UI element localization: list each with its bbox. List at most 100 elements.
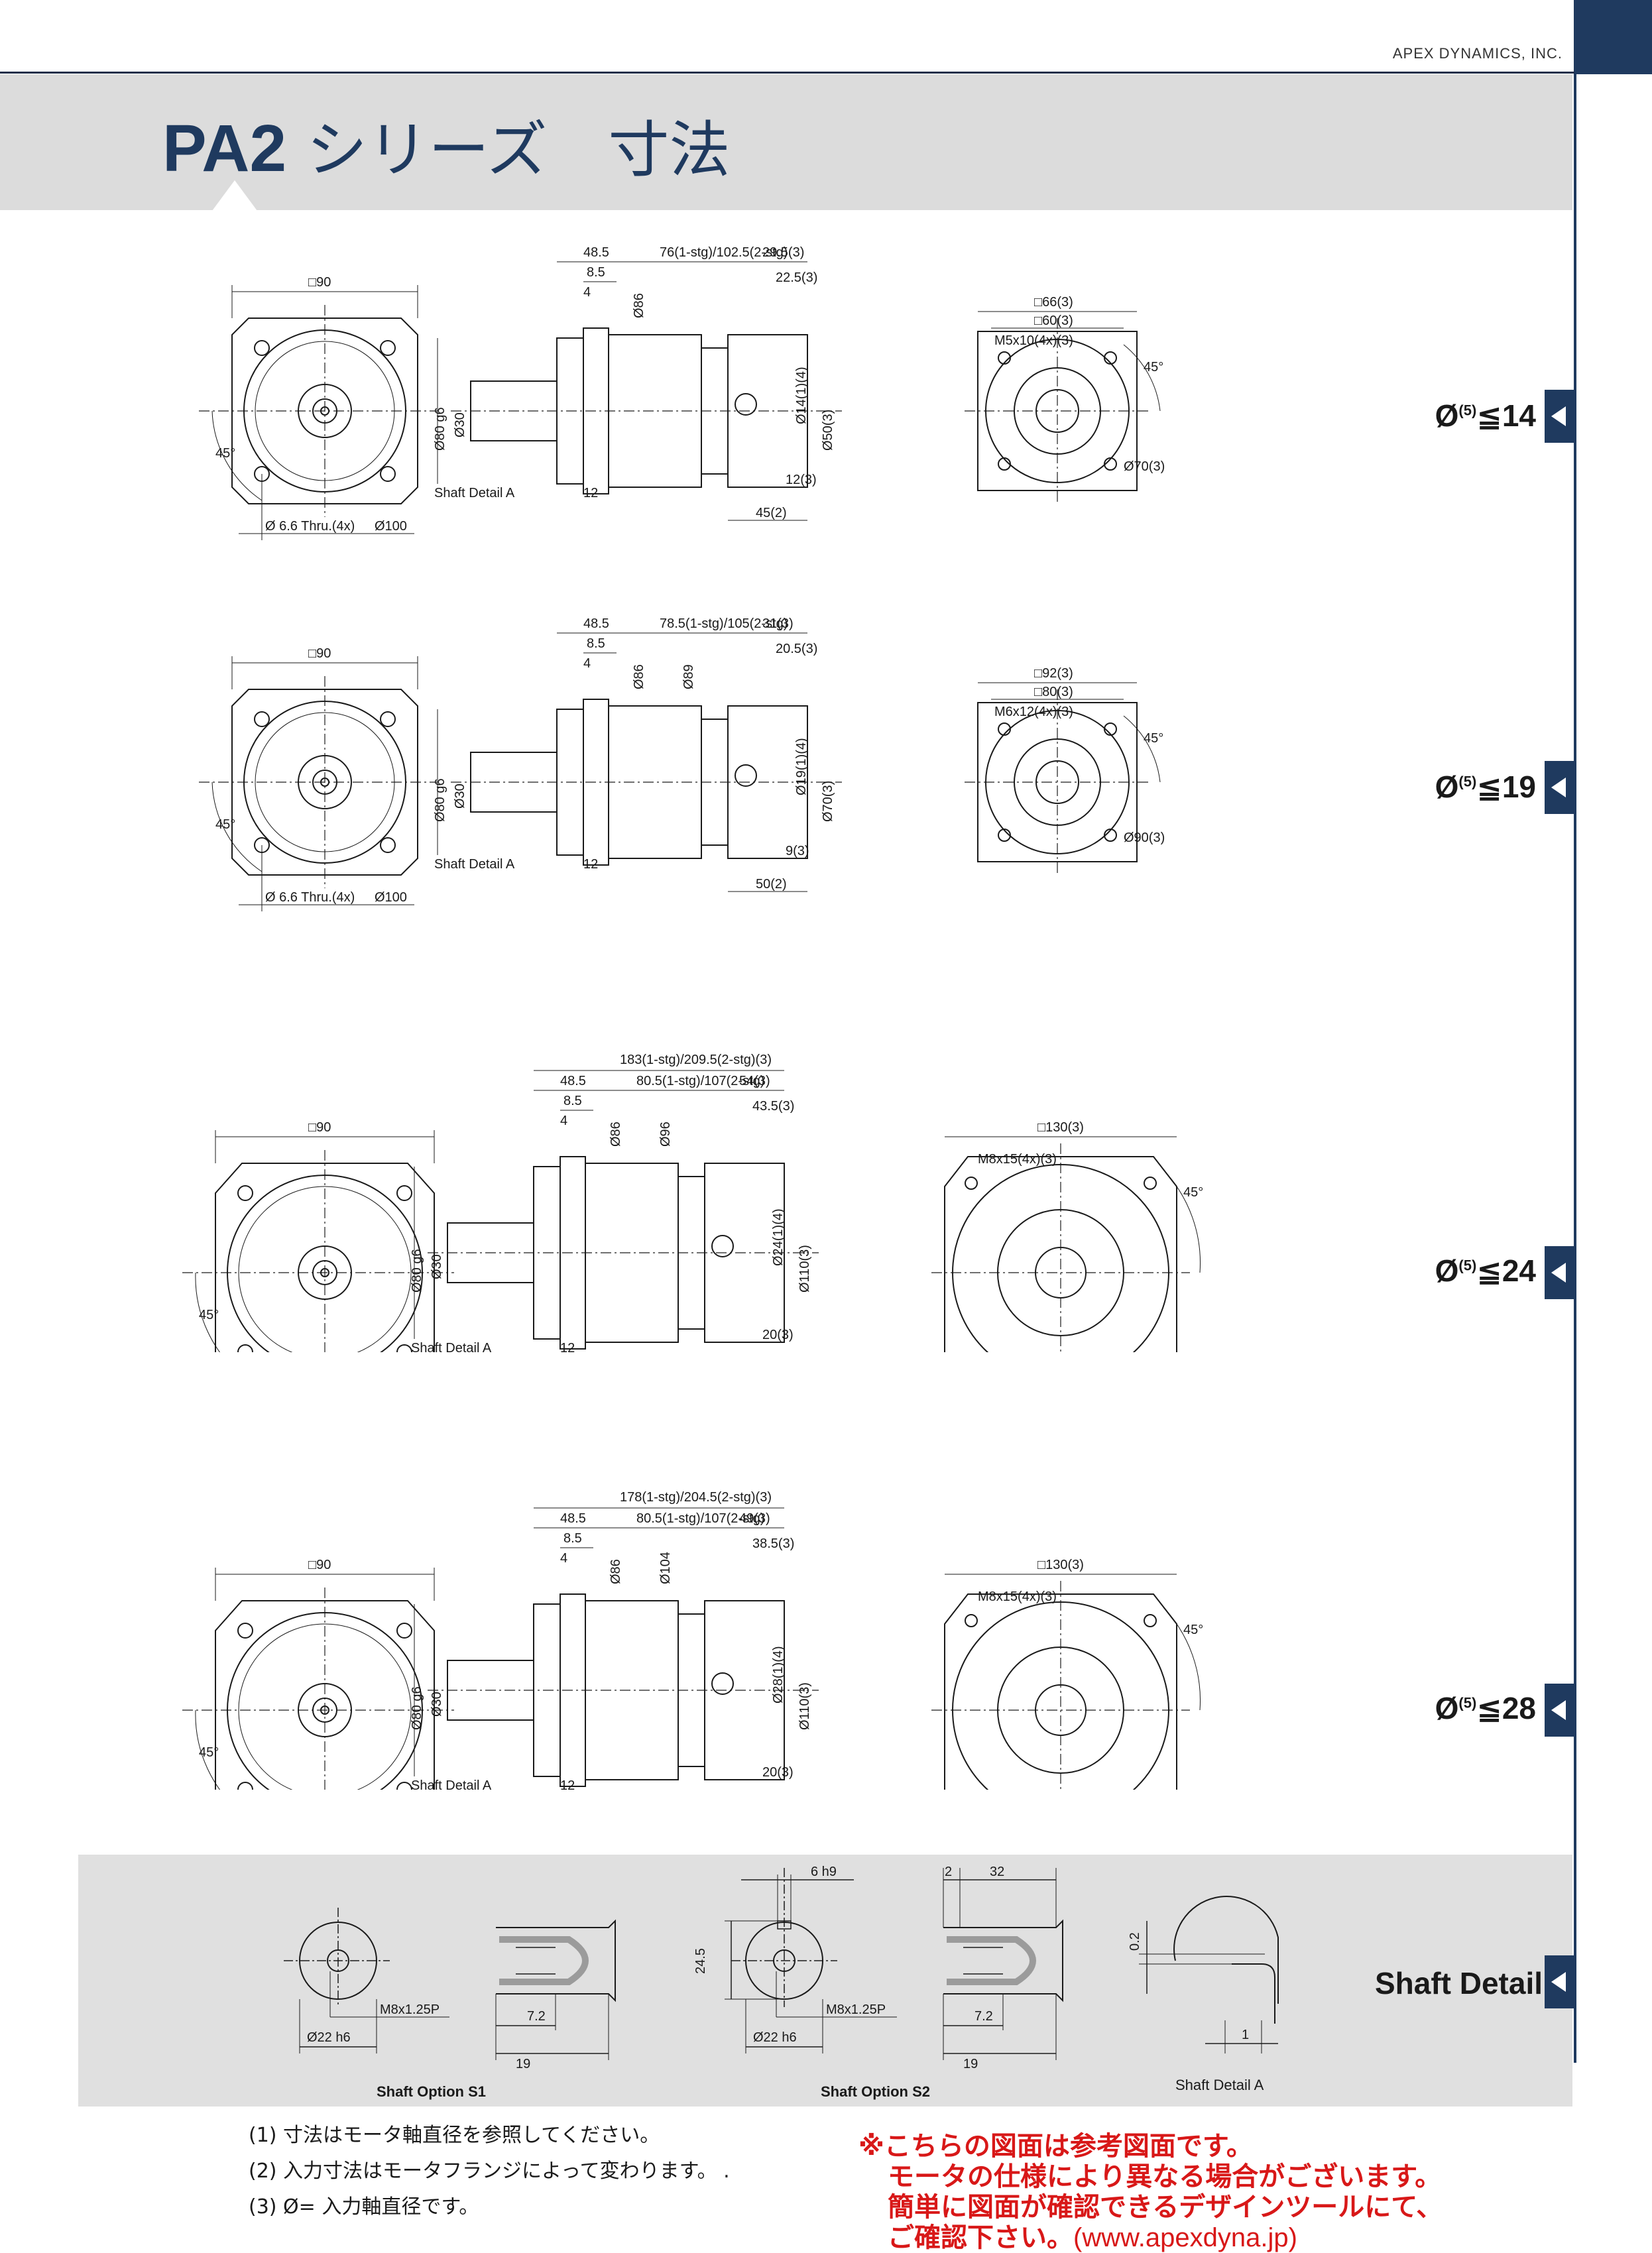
ratio-tab-2 <box>1545 761 1574 814</box>
rear-pcd-label: Ø90(3) <box>1124 831 1165 845</box>
rear-angle-label: 45° <box>1144 731 1163 746</box>
front-flange-outline <box>231 689 418 876</box>
rear-view: □130(3)M8x15(4x)(3)45°Ø145(3) <box>931 1120 1203 1352</box>
s1-dia: Ø22 h6 <box>307 2030 351 2045</box>
ratio-value: ≦24 <box>1476 1253 1536 1288</box>
rear-tap-hole <box>1144 1614 1157 1627</box>
footnote-2: (2) 入力寸法はモータフランジによって変わります。 . <box>249 2160 730 2183</box>
front-mount-hole <box>237 1623 253 1639</box>
rear-tap-hole <box>998 722 1011 736</box>
front-flange-outline <box>215 1163 435 1352</box>
front-mount-hole <box>380 340 396 356</box>
title-suffix: シリーズ 寸法 <box>306 115 731 186</box>
side-dia-pilot: Ø110(3) <box>797 1245 812 1293</box>
side-dia-body: Ø86 <box>609 1122 623 1147</box>
side-d5-label: 4 <box>583 285 591 300</box>
rear-pcd-label: Ø70(3) <box>1124 459 1165 474</box>
shaft-detail-band: Ø22 h6 M8x1.25P 7.2 19 Shaft Option S1 <box>78 1855 1572 2107</box>
rear-tap-label: M8x15(4x)(3) <box>978 1152 1057 1167</box>
front-pcd-label: Ø100 <box>375 890 407 905</box>
rear-sq2-label: □80(3) <box>1034 685 1073 699</box>
notice-line-2: モータの仕様により異なる場合がございます。 <box>888 2162 1442 2192</box>
rear-sq1-label: □130(3) <box>1037 1120 1084 1135</box>
ratio-sup: (5) <box>1458 773 1477 790</box>
s1-caption: Shaft Option S1 <box>377 2083 486 2100</box>
side-dia-shaft: Ø30 <box>430 1254 444 1279</box>
side-flange-thickness: 12 <box>560 1778 575 1790</box>
rear-sq1-label: □66(3) <box>1034 295 1073 310</box>
side-dia-pilot: Ø50(3) <box>821 410 835 451</box>
ratio-symbol: Ø <box>1435 1691 1459 1725</box>
front-inner-circle <box>238 1186 412 1352</box>
side-bottom1-label: 45(2) <box>756 506 787 520</box>
ratio-label-1: Ø(5)≦14 <box>1435 398 1536 433</box>
side-d5-label: 4 <box>583 656 591 671</box>
ratio-tab-3 <box>1545 1246 1574 1299</box>
front-angle-arc <box>195 1272 221 1352</box>
ratio-value: ≦19 <box>1476 770 1536 804</box>
front-mount-hole <box>396 1782 412 1790</box>
shaft-s2-side <box>943 1868 1063 2060</box>
front-angle-arc <box>195 1709 221 1790</box>
shaft-s1-side <box>495 1919 616 2060</box>
front-holes-label: Ø 6.6 Thru.(4x) <box>265 890 355 905</box>
rear-tap-label: M8x15(4x)(3) <box>978 1589 1057 1604</box>
side-d1-label: 48.5 <box>560 1074 586 1088</box>
rear-view: □66(3)□60(3)M5x10(4x)(3)45°Ø70(3) <box>965 295 1165 504</box>
shaft-detail-drawing: Ø22 h6 M8x1.25P 7.2 19 Shaft Option S1 <box>284 1865 1279 2100</box>
side-view: 154(1-stg)/180.5(2-stg)(3)48.576(1-stg)/… <box>433 245 842 521</box>
rear-tap-hole <box>1104 457 1117 471</box>
front-holes-label: Ø 6.6 Thru.(4x) <box>265 519 355 534</box>
front-mount-hole <box>254 340 270 356</box>
front-flange-outline <box>231 318 418 504</box>
s2-len1: 7.2 <box>974 2009 993 2024</box>
side-dia-flange: Ø80 g6 <box>433 407 447 451</box>
rear-outline <box>977 702 1138 862</box>
side-d6-label: 22.5(3) <box>776 270 817 285</box>
shaft-s2-front <box>725 1868 897 2053</box>
side-shaft-detail-label: Shaft Detail A <box>434 486 515 500</box>
footnotes: (1) 寸法はモータ軸直径を参照してください。 (2) 入力寸法はモータフランジ… <box>249 2118 730 2225</box>
side-flange-thickness: 12 <box>583 486 598 500</box>
side-dia-body: Ø86 <box>609 1559 623 1584</box>
side-d4-label: 8.5 <box>587 636 605 651</box>
ratio-symbol: Ø <box>1435 1253 1459 1288</box>
rear-angle-label: 45° <box>1183 1623 1203 1637</box>
notice-line-4-text: ご確認下さい。 <box>888 2223 1073 2253</box>
side-d2-label: 80.5(1-stg)/107(2-stg) <box>636 1511 764 1526</box>
side-flange-thickness: 12 <box>583 857 598 872</box>
rear-tap-label: M5x10(4x)(3) <box>994 333 1073 348</box>
front-angle-label: 45° <box>199 1745 219 1760</box>
ratio-label-3: Ø(5)≦24 <box>1435 1253 1536 1289</box>
side-dia-flange: Ø80 g6 <box>410 1686 424 1730</box>
side-dia-extra: Ø96 <box>658 1122 673 1147</box>
ratio-sup: (5) <box>1458 402 1477 419</box>
ratio-value: ≦28 <box>1476 1691 1536 1725</box>
front-mount-hole <box>237 1782 253 1790</box>
side-d2-label: 80.5(1-stg)/107(2-stg) <box>636 1074 764 1088</box>
s2-len2: 19 <box>963 2057 978 2071</box>
s2-len0b: 32 <box>990 1865 1004 1879</box>
side-d5-label: 4 <box>560 1551 567 1566</box>
rear-outline <box>944 1593 1177 1790</box>
rear-tap-hole <box>1104 351 1117 365</box>
rear-tap-hole <box>998 829 1011 842</box>
front-mount-hole <box>380 466 396 482</box>
side-dia-flange: Ø80 g6 <box>410 1249 424 1293</box>
side-dia-pilot: Ø110(3) <box>797 1682 812 1730</box>
rear-tap-hole <box>1144 1177 1157 1190</box>
shaft-detail-title: Shaft Detail <box>1374 1966 1543 2000</box>
detail-a-v1: 0.2 <box>1128 1932 1142 1951</box>
shaft-s1-front <box>284 1908 449 2053</box>
side-d4-label: 8.5 <box>563 1531 582 1546</box>
front-mount-hole <box>237 1344 253 1352</box>
side-dia-shaft: Ø30 <box>430 1692 444 1717</box>
s2-key: 6 h9 <box>811 1865 837 1879</box>
front-mount-hole <box>380 837 396 853</box>
shaft-detail-a <box>1139 1896 1279 2053</box>
front-square-label: □90 <box>308 646 331 661</box>
